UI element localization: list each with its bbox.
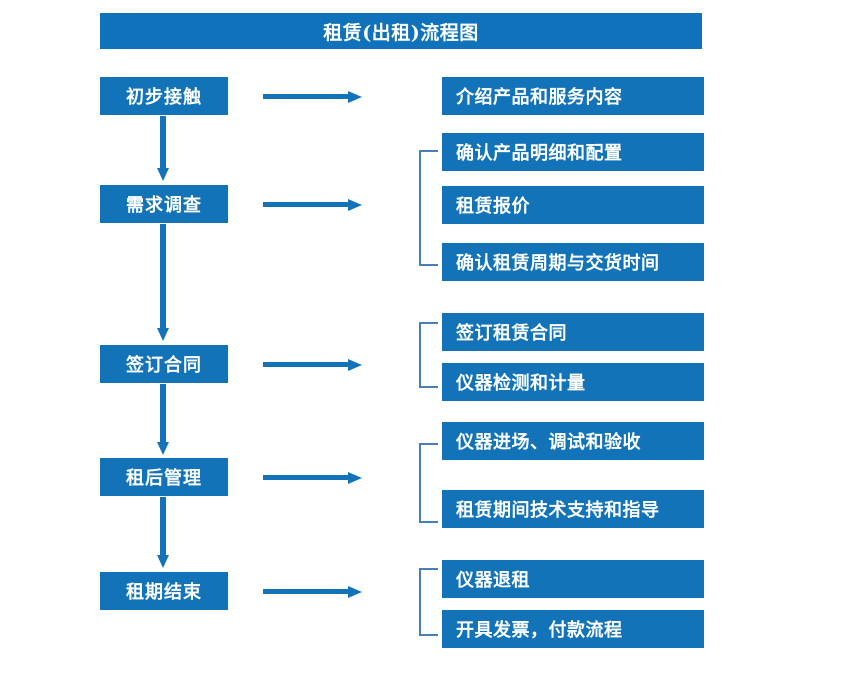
detail-box-3-2[interactable]: 仪器检测和计量 [442, 363, 704, 401]
detail-box-5-1[interactable]: 仪器退租 [442, 560, 704, 598]
arrow-down-icon-2 [156, 224, 170, 342]
group-bracket-4 [419, 443, 438, 523]
arrow-down-icon-3 [156, 384, 170, 456]
group-bracket-5 [419, 568, 438, 636]
group-bracket-2 [419, 150, 438, 266]
detail-box-1-1[interactable]: 介绍产品和服务内容 [442, 77, 704, 115]
detail-box-2-1[interactable]: 确认产品明细和配置 [442, 133, 704, 171]
detail-box-4-1[interactable]: 仪器进场、调试和验收 [442, 422, 704, 460]
detail-box-2-2[interactable]: 租赁报价 [442, 186, 704, 224]
arrow-down-icon-1 [156, 116, 170, 182]
stage-box-2[interactable]: 需求调查 [100, 185, 228, 223]
stage-box-5[interactable]: 租期结束 [100, 572, 228, 610]
group-bracket-3 [419, 322, 438, 388]
arrow-right-icon-5 [263, 584, 363, 598]
stage-box-1[interactable]: 初步接触 [100, 77, 228, 115]
detail-box-4-2[interactable]: 租赁期间技术支持和指导 [442, 490, 704, 528]
detail-box-2-3[interactable]: 确认租赁周期与交货时间 [442, 243, 704, 281]
arrow-right-icon-2 [263, 197, 363, 211]
page-title: 租赁(出租)流程图 [100, 13, 702, 49]
detail-box-3-1[interactable]: 签订租赁合同 [442, 313, 704, 351]
stage-box-3[interactable]: 签订合同 [100, 345, 228, 383]
arrow-right-icon-3 [263, 357, 363, 371]
detail-box-5-2[interactable]: 开具发票，付款流程 [442, 610, 704, 648]
stage-box-4[interactable]: 租后管理 [100, 458, 228, 496]
arrow-right-icon-1 [263, 89, 363, 103]
arrow-right-icon-4 [263, 470, 363, 484]
arrow-down-icon-4 [156, 497, 170, 569]
